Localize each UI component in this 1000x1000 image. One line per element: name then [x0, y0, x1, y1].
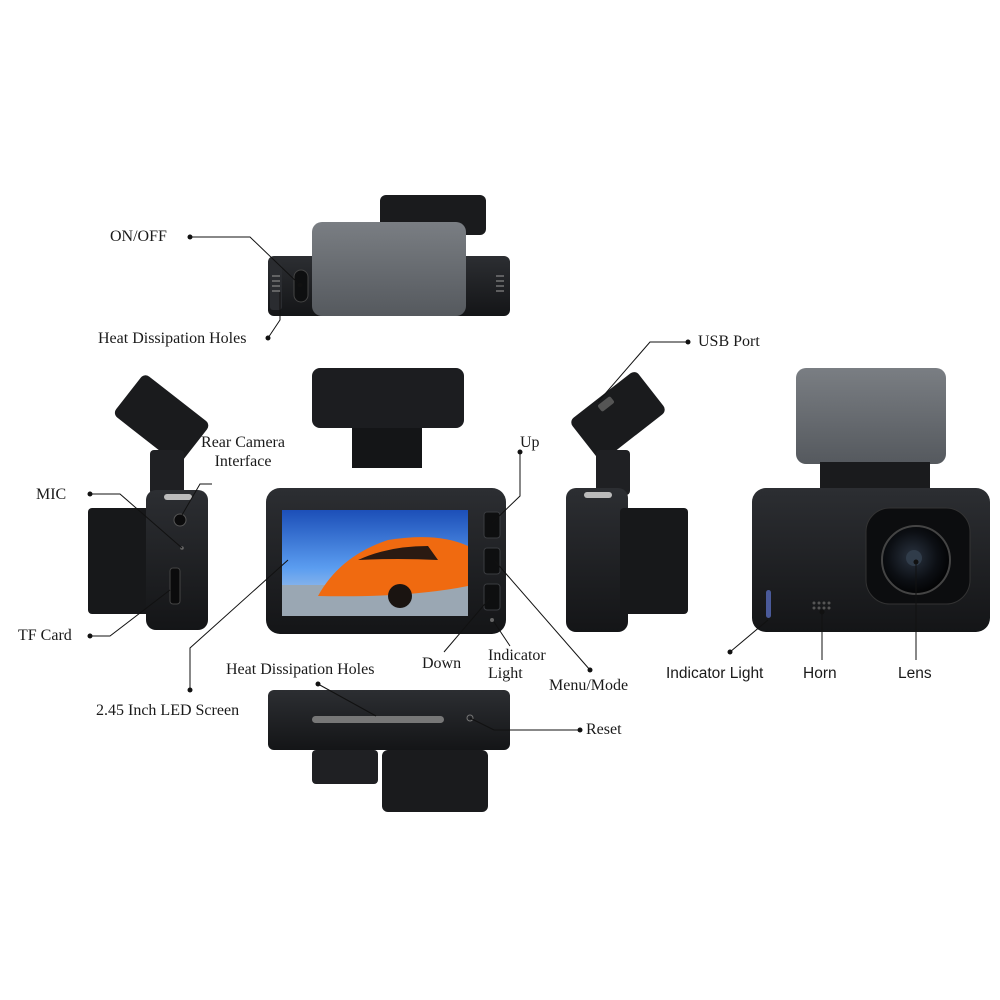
- usb-port: [598, 396, 614, 412]
- label-heat-holes-top: Heat Dissipation Holes: [98, 330, 247, 347]
- led-icon: [766, 590, 771, 618]
- label-indicator-front: Indicator Light: [666, 665, 764, 682]
- reset-hole: [466, 714, 474, 722]
- label-horn: Horn: [803, 665, 837, 682]
- label-mic: MIC: [36, 486, 67, 503]
- heat-holes-right: [496, 275, 504, 292]
- right-side-device: [566, 372, 688, 632]
- label-usb-port: USB Port: [698, 333, 760, 350]
- up-button: [483, 511, 501, 539]
- label-menu-mode: Menu/Mode: [549, 677, 629, 694]
- label-heat-holes-bottom: Heat Dissipation Holes: [226, 661, 375, 678]
- label-indicator-1: Indicator: [488, 647, 546, 664]
- rear-camera-port: [173, 513, 187, 527]
- label-screen: 2.45 Inch LED Screen: [96, 702, 240, 719]
- speaker-grill-icon: [812, 601, 831, 610]
- left-side-device: [88, 375, 209, 630]
- label-rear-camera-1: Rear Camera: [201, 434, 285, 451]
- bottom-heat-holes: [312, 716, 444, 723]
- label-lens: Lens: [898, 665, 932, 682]
- tf-card-slot: [169, 567, 181, 605]
- indicator-led: [490, 618, 494, 622]
- callout-lines: [90, 236, 917, 731]
- label-on-off: ON/OFF: [110, 228, 167, 245]
- label-up: Up: [520, 434, 540, 451]
- label-indicator-2: Light: [488, 665, 523, 682]
- label-down: Down: [422, 655, 462, 672]
- lens-view-device: [752, 368, 990, 632]
- front-screen-device: [266, 368, 506, 634]
- menu-button: [483, 547, 501, 575]
- label-reset: Reset: [586, 721, 622, 738]
- label-tf-card: TF Card: [18, 627, 72, 644]
- label-rear-camera-2: Interface: [214, 453, 272, 470]
- callout-dots: [87, 234, 919, 733]
- down-button: [483, 583, 501, 611]
- top-view-device: [268, 195, 510, 316]
- mount-pad: [312, 222, 466, 316]
- bottom-view-device: [268, 690, 510, 812]
- heat-holes-left: [272, 275, 280, 292]
